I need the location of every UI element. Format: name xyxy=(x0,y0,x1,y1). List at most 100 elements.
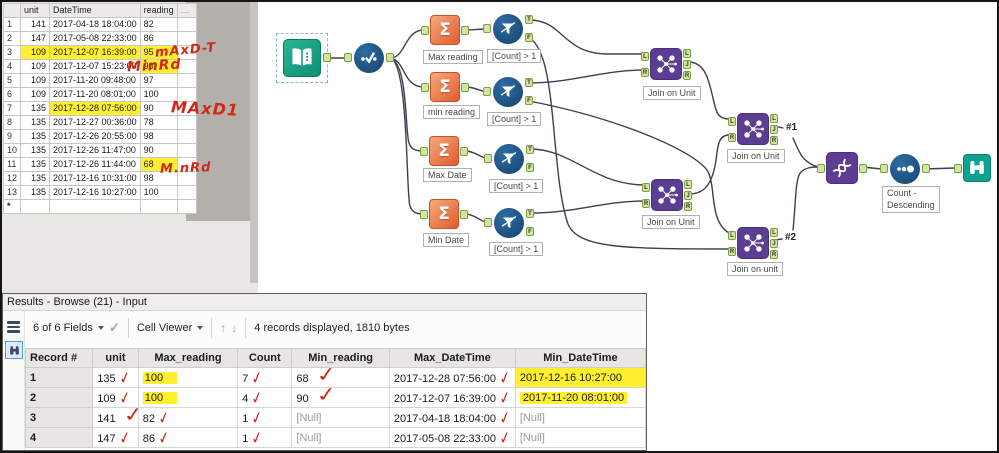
label-join-4: Join on unit xyxy=(727,262,784,276)
results-title: Results - Browse (21) - Input xyxy=(3,294,646,311)
summarize-tool-max-reading[interactable]: Σ xyxy=(421,15,469,45)
red-check-mark: ✓ xyxy=(249,387,265,408)
sigma-icon: Σ xyxy=(438,140,450,161)
red-check-mark: ✓ xyxy=(249,367,265,388)
col-datetime[interactable]: DateTime xyxy=(49,3,141,18)
down-arrow-icon[interactable]: ↓ xyxy=(231,321,238,335)
red-check-mark: ✓ xyxy=(497,427,513,448)
browse-tool[interactable] xyxy=(954,154,991,182)
filter-tool-2[interactable] xyxy=(483,77,533,107)
col-count[interactable]: Count xyxy=(237,348,293,368)
fields-label: 6 of 6 Fields xyxy=(33,322,93,334)
red-check-mark: ✓ xyxy=(117,367,133,388)
col-min-reading[interactable]: Min_reading xyxy=(291,348,390,368)
label-max-reading: Max reading xyxy=(423,50,483,64)
label-min-date: Min Date xyxy=(423,233,470,247)
union-tool[interactable] xyxy=(817,152,867,184)
red-check-mark: ✓ xyxy=(120,407,139,427)
summarize-tool-max-date[interactable]: Σ xyxy=(420,136,468,166)
label-join-3: Join on Unit xyxy=(642,215,700,229)
fields-dropdown[interactable]: 6 of 6 Fields ✓ xyxy=(25,320,128,336)
browse-view-button[interactable] xyxy=(5,341,23,359)
connection-number-1: #1 xyxy=(786,122,798,133)
preview-header-row: unit DateTime reading … xyxy=(2,3,197,18)
red-check-mark: ✓ xyxy=(117,427,133,448)
select-tool[interactable] xyxy=(344,43,394,73)
label-filter-1: [Count] > 1 xyxy=(487,49,542,63)
results-left-toolbar xyxy=(3,311,25,450)
col-unit[interactable]: unit xyxy=(92,348,139,368)
col-record-num[interactable]: Record # xyxy=(24,348,94,368)
col-max-datetime[interactable]: Max_DateTime xyxy=(388,348,516,368)
summarize-tool-min-date[interactable]: Σ xyxy=(420,199,468,229)
red-check-mark: ✓ xyxy=(156,427,172,448)
summarize-tool-min-reading[interactable]: Σ xyxy=(421,72,469,102)
sort-tool[interactable] xyxy=(880,154,930,184)
sigma-icon: Σ xyxy=(438,203,450,224)
red-check-mark: ✓ xyxy=(313,367,339,387)
col-rownum[interactable] xyxy=(2,3,22,18)
apply-check-icon[interactable]: ✓ xyxy=(108,320,120,335)
col-more: … xyxy=(176,3,197,18)
join-tool-3[interactable] xyxy=(642,179,692,211)
label-filter-4: [Count] > 1 xyxy=(489,242,544,256)
label-join-2: Join on Unit xyxy=(727,149,785,163)
table-row-new: * xyxy=(2,199,197,214)
input-data-tool[interactable] xyxy=(283,39,331,77)
red-check-mark: ✓ xyxy=(249,407,265,428)
chevron-down-icon xyxy=(97,326,104,330)
preview-scrollbar[interactable] xyxy=(250,2,258,283)
red-check-mark: ✓ xyxy=(497,367,513,388)
table-row: 3 141✓ 82✓ 1✓ [Null] 2017-04-18 18:04:00… xyxy=(24,407,647,428)
binoculars-icon xyxy=(9,345,19,355)
toolbar-divider xyxy=(245,318,247,338)
label-filter-2: [Count] > 1 xyxy=(487,112,542,126)
label-sort: Count - Descending xyxy=(882,186,940,214)
input-data-icon xyxy=(283,39,321,77)
filter-tool-1[interactable] xyxy=(483,14,533,44)
sigma-icon: Σ xyxy=(439,19,451,40)
label-filter-3: [Count] > 1 xyxy=(489,179,544,193)
filter-tool-3[interactable] xyxy=(484,144,534,174)
col-reading[interactable]: reading xyxy=(139,3,178,18)
preview-empty-area xyxy=(186,2,250,221)
col-unit[interactable]: unit xyxy=(20,3,51,18)
record-count-status: 4 records displayed, 1810 bytes xyxy=(254,322,410,334)
label-join-1: Join on Unit xyxy=(643,86,701,100)
join-tool-4[interactable] xyxy=(728,227,778,259)
chevron-down-icon xyxy=(197,326,204,330)
connection-number-2: #2 xyxy=(785,232,797,243)
label-sort-line2: Descending xyxy=(887,199,935,210)
results-header-row: Record # unit Max_reading Count Min_read… xyxy=(24,348,647,368)
results-toolbar: 6 of 6 Fields ✓ Cell Viewer ↑ ↓ 4 record… xyxy=(25,311,646,345)
col-max-reading[interactable]: Max_reading xyxy=(137,348,239,368)
red-check-mark: ✓ xyxy=(497,407,513,428)
join-tool-1[interactable] xyxy=(641,48,691,80)
new-row-marker: * xyxy=(2,199,22,214)
join-tool-2[interactable] xyxy=(728,113,778,145)
filter-tool-4[interactable] xyxy=(484,208,534,238)
cell-viewer-dropdown[interactable]: Cell Viewer xyxy=(129,322,211,334)
col-min-datetime[interactable]: Min_DateTime xyxy=(514,348,647,368)
metadata-view-icon[interactable] xyxy=(7,321,20,335)
red-check-mark: ✓ xyxy=(249,427,265,448)
label-max-date: Max Date xyxy=(423,168,472,182)
results-grid: Record # unit Max_reading Count Min_read… xyxy=(24,348,647,448)
red-check-mark: ✓ xyxy=(156,407,172,428)
table-row: 2 109✓ 100 4✓ 90✓ 2017-12-07 16:39:00✓ 2… xyxy=(24,387,647,408)
cell-viewer-label: Cell Viewer xyxy=(136,322,193,334)
up-arrow-icon[interactable]: ↑ xyxy=(220,321,227,335)
